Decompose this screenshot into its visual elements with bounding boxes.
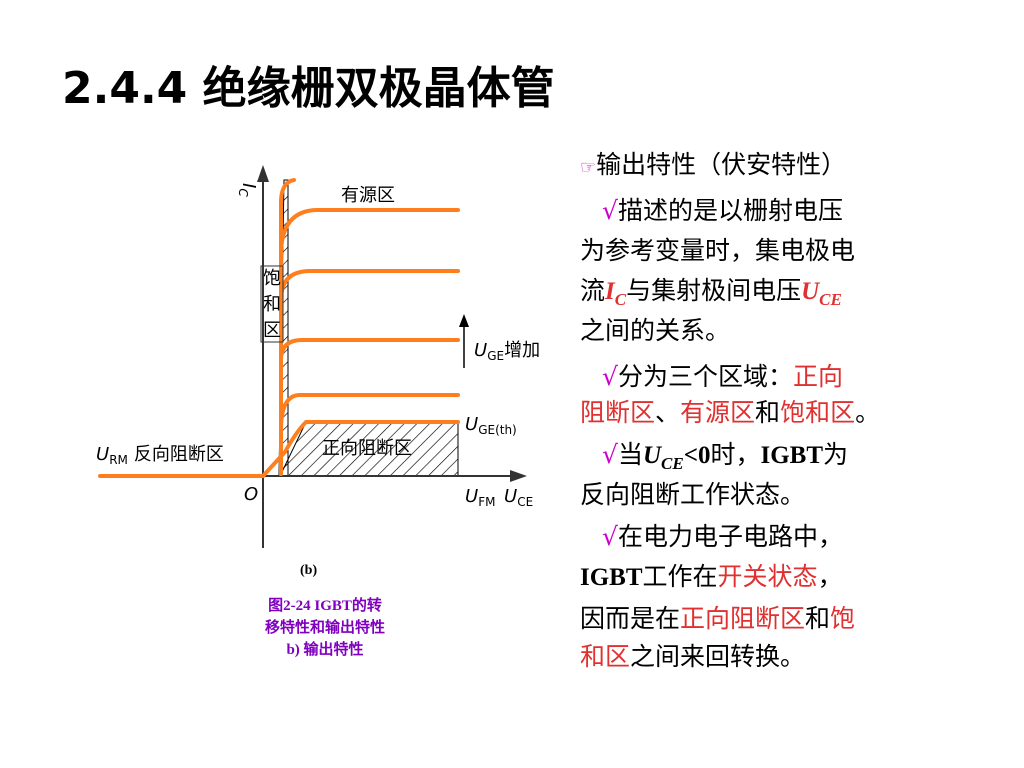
- label-ufm: UFM: [465, 486, 495, 509]
- saturation-label-box: [260, 265, 284, 343]
- para3-line1: √当UCE<0时，IGBT为: [602, 440, 849, 473]
- check-icon: √: [602, 362, 618, 391]
- check-icon: √: [602, 440, 618, 469]
- label-ic: IC: [236, 183, 259, 197]
- para4-line4: 和区之间来回转换。: [580, 642, 806, 671]
- para2-line2: 阻断区、有源区和饱和区。: [580, 398, 881, 427]
- para4-line1: √在电力电子电路中，: [602, 522, 843, 551]
- curve-top-steep: [279, 178, 296, 476]
- check-icon: √: [602, 522, 618, 551]
- para1-line1: √描述的是以栅射电压: [602, 196, 843, 225]
- para4-line3: 因而是在正向阻断区和饱: [580, 604, 856, 633]
- heading-line: ☞输出特性（伏安特性）: [580, 150, 846, 183]
- label-saturation-2: 和: [263, 294, 281, 315]
- label-forward-blocking: 正向阻断区: [322, 438, 412, 459]
- figure-caption-line-3: b) 输出特性: [286, 642, 364, 658]
- para1-line3: 流IC与集射极间电压UCE: [580, 276, 842, 309]
- slide-title: 2.4.4 绝缘栅双极晶体管: [62, 63, 555, 114]
- label-saturation-1: 饱: [263, 268, 281, 289]
- figure-caption-line-2: 移特性和输出特性: [264, 620, 385, 636]
- y-axis-arrow-icon: [257, 165, 269, 182]
- label-uge-th: UGE(th): [465, 414, 517, 437]
- heading-text: 输出特性（伏安特性）: [596, 150, 847, 179]
- check-icon: √: [602, 196, 618, 225]
- curve-threshold: [261, 420, 460, 478]
- para4-line2: IGBT工作在开关状态，: [580, 562, 843, 591]
- output-curves: [98, 178, 460, 478]
- label-uge-increase: UGE增加: [474, 340, 540, 363]
- x-axis-arrow-icon: [510, 470, 527, 482]
- para1-line4: 之间的关系。: [580, 316, 731, 345]
- figure-caption-line-1: 图2-24 IGBT的转: [268, 598, 382, 614]
- label-active-region: 有源区: [341, 185, 395, 206]
- label-origin: O: [244, 484, 258, 505]
- para2-line1: √分为三个区域：正向: [602, 362, 843, 391]
- figure-sublabel: (b): [300, 563, 318, 578]
- para3-line2: 反向阻断工作状态。: [580, 480, 806, 509]
- para1-line2: 为参考变量时，集电极电: [580, 236, 856, 265]
- label-saturation-3: 区: [263, 320, 281, 341]
- pointing-hand-icon: ☞: [580, 157, 597, 178]
- uge-increase-arrow-icon: [459, 314, 469, 327]
- label-uce-axis: UCE: [504, 486, 533, 509]
